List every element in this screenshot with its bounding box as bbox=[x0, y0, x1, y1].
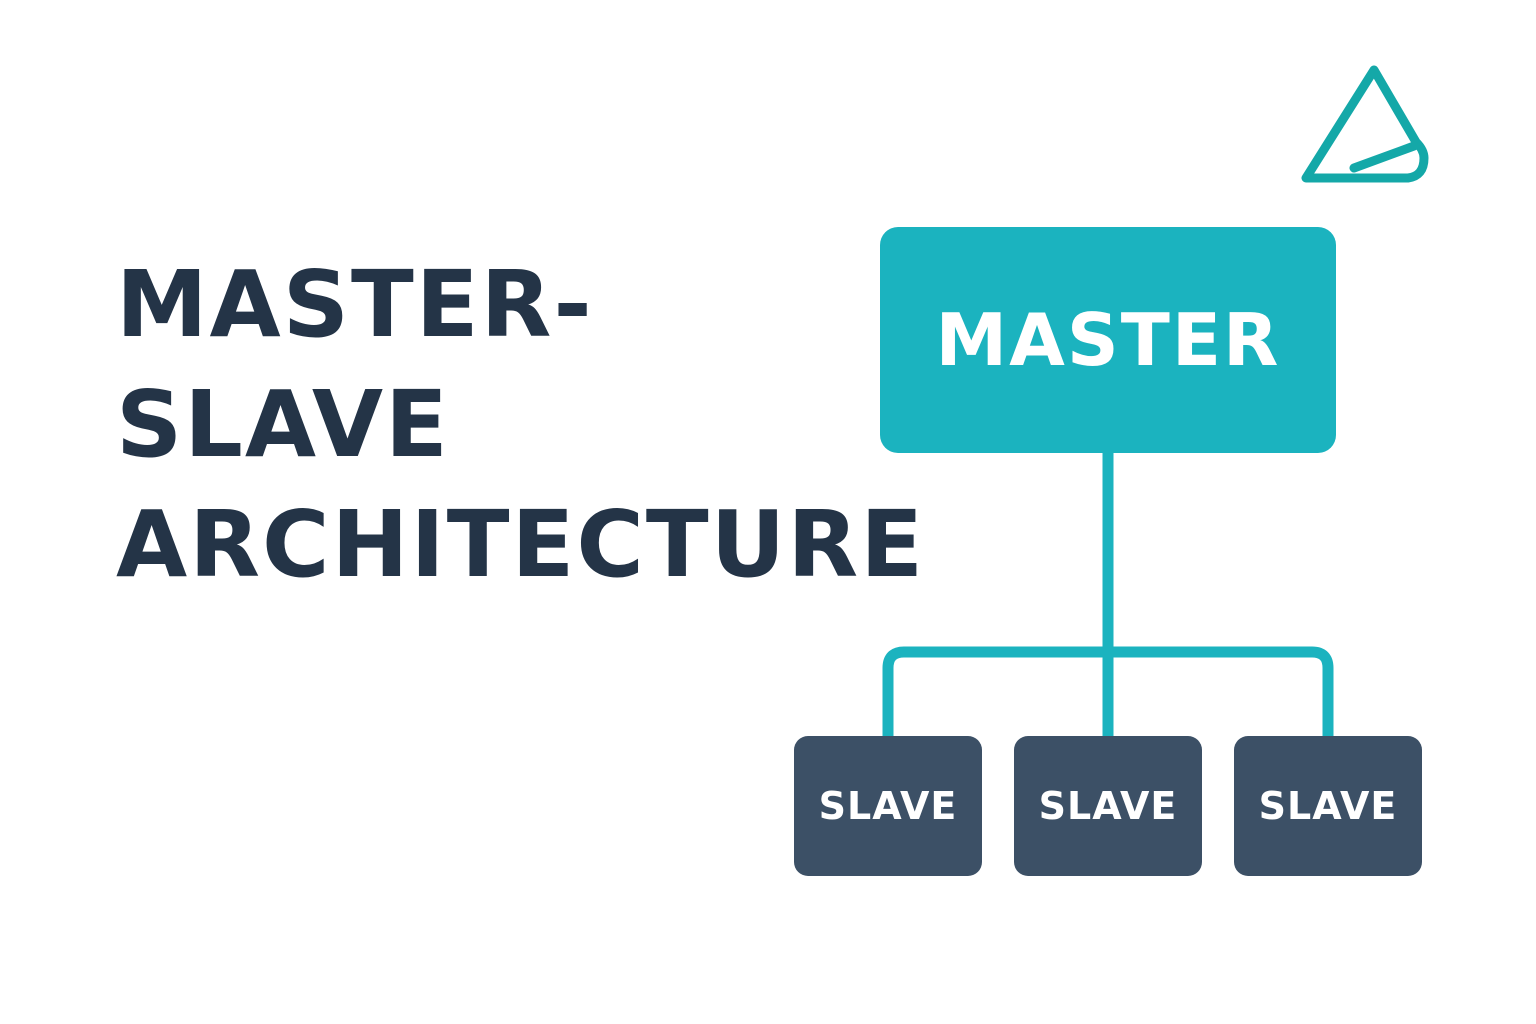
triangle-logo-icon bbox=[1301, 65, 1429, 183]
master-node-label: MASTER bbox=[935, 298, 1281, 382]
page-title: MASTER- SLAVE ARCHITECTURE bbox=[116, 245, 925, 605]
slave-node-3: SLAVE bbox=[1234, 736, 1422, 876]
slave-node-2: SLAVE bbox=[1014, 736, 1202, 876]
title-line-3: ARCHITECTURE bbox=[116, 491, 926, 598]
title-line-2: SLAVE bbox=[116, 371, 450, 478]
slave-node-1: SLAVE bbox=[794, 736, 982, 876]
slave-node-label: SLAVE bbox=[1038, 784, 1178, 828]
slave-node-label: SLAVE bbox=[818, 784, 958, 828]
title-line-1: MASTER- bbox=[116, 251, 594, 358]
connector-branch bbox=[882, 646, 1334, 736]
master-node: MASTER bbox=[880, 227, 1336, 453]
slave-node-label: SLAVE bbox=[1258, 784, 1398, 828]
